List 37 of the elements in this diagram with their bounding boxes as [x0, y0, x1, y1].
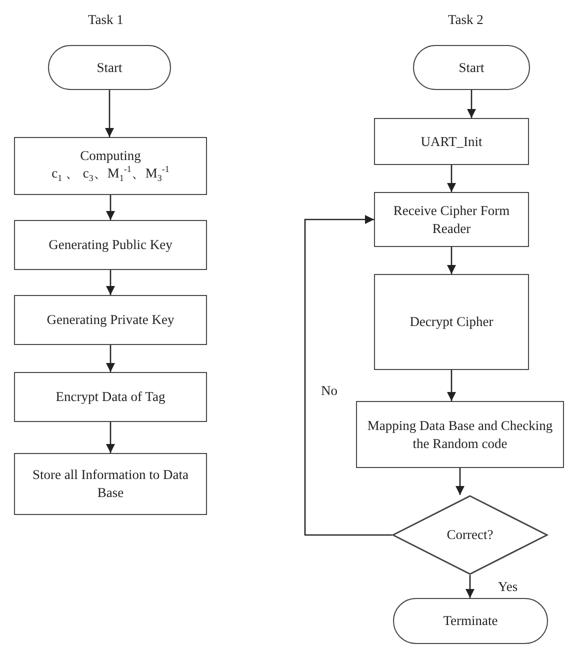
process-box [14, 295, 207, 345]
arrow [106, 195, 115, 220]
process-box [374, 118, 529, 165]
arrow [106, 345, 115, 372]
node-text: Correct? [446, 526, 494, 544]
node-text: Computing [79, 146, 142, 164]
process-box [356, 401, 564, 468]
process-box [374, 274, 529, 370]
decision-diamond [392, 495, 548, 575]
node-text: Store all Information to Data Base [32, 466, 190, 502]
process-box [14, 137, 207, 195]
arrow [105, 90, 114, 137]
arrow [106, 270, 115, 295]
node-text: Mapping Data Base and Checking the Random code [366, 416, 554, 452]
node-text: Decrypt Cipher [408, 313, 494, 331]
node-text: Generating Private Key [46, 311, 176, 329]
node-text: Receive Cipher Form Reader [392, 202, 511, 238]
process-box [14, 220, 207, 270]
process-box [14, 453, 207, 515]
arrow [447, 247, 456, 274]
arrow [467, 90, 476, 118]
column-heading: Task 1 [88, 12, 124, 28]
node-text: UART_Init [420, 132, 484, 150]
process-box [374, 192, 529, 247]
node-text: Generating Public Key [48, 236, 174, 254]
arrow [447, 370, 456, 401]
arrow [304, 215, 392, 536]
arrow [466, 575, 474, 598]
arrow [456, 468, 464, 495]
arrow [447, 165, 456, 192]
node-text: Encrypt Data of Tag [54, 388, 166, 406]
node-text: Terminate [442, 612, 499, 630]
arrow [106, 422, 115, 453]
column-heading: Task 2 [448, 12, 484, 28]
node-text: Start [96, 58, 124, 76]
process-box [14, 372, 207, 422]
node-text: Start [458, 58, 486, 76]
